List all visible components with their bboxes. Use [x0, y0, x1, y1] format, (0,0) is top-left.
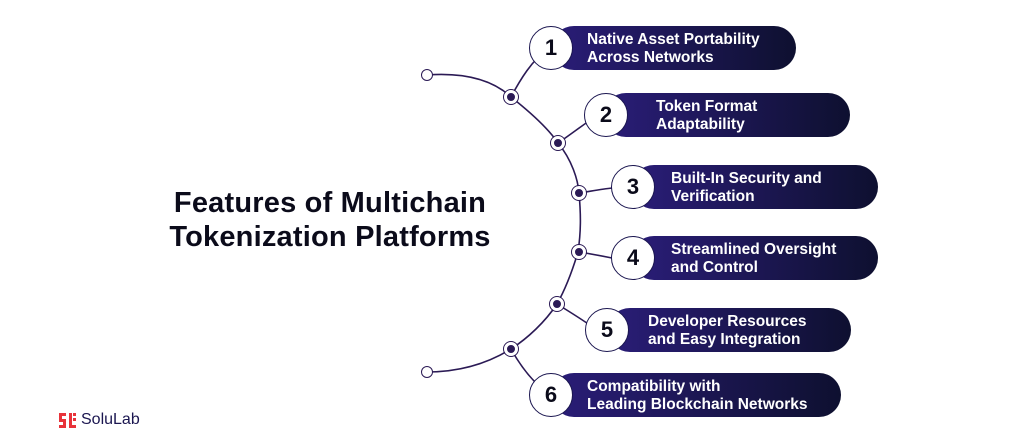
feature-6-line-2: Leading Blockchain Networks	[587, 396, 808, 413]
node-4	[571, 244, 587, 260]
number-badge-6: 6	[529, 373, 573, 417]
feature-5-line-2: and Easy Integration	[648, 331, 801, 348]
feature-pill-5: Developer Resources and Easy Integration	[608, 308, 851, 352]
node-5	[549, 296, 565, 312]
feature-pill-1: Native Asset Portability Across Networks	[552, 26, 796, 70]
feature-6-line-1: Compatibility with	[587, 378, 721, 395]
number-badge-4: 4	[611, 236, 655, 280]
brand-name: SoluLab	[81, 411, 140, 428]
number-badge-5: 5	[585, 308, 629, 352]
feature-3-line-1: Built-In Security and	[671, 170, 822, 187]
feature-pill-2: Token Format Adaptability	[604, 93, 850, 137]
feature-pill-4: Streamlined Oversight and Control	[632, 236, 878, 280]
feature-text-5: Developer Resources and Easy Integration	[648, 313, 807, 349]
feature-5-line-1: Developer Resources	[648, 313, 807, 330]
page-title: Features of Multichain Tokenization Plat…	[120, 186, 540, 254]
feature-text-3: Built-In Security and Verification	[671, 170, 822, 206]
feature-pill-6: Compatibility with Leading Blockchain Ne…	[552, 373, 841, 417]
node-6	[503, 341, 519, 357]
feature-text-4: Streamlined Oversight and Control	[671, 241, 836, 277]
feature-2-line-1: Token Format	[656, 98, 758, 115]
feature-2-line-2: Adaptability	[656, 116, 745, 133]
feature-4-line-2: and Control	[671, 259, 758, 276]
solulab-logo-icon	[58, 411, 77, 430]
number-badge-2: 2	[584, 93, 628, 137]
feature-text-6: Compatibility with Leading Blockchain Ne…	[587, 378, 808, 414]
number-badge-1: 1	[529, 26, 573, 70]
title-line-2: Tokenization Platforms	[169, 221, 491, 253]
node-1	[503, 89, 519, 105]
feature-text-2: Token Format Adaptability	[656, 98, 757, 134]
feature-1-line-1: Native Asset Portability	[587, 31, 760, 48]
feature-4-line-1: Streamlined Oversight	[671, 241, 837, 258]
node-3	[571, 185, 587, 201]
curve-endpoint-bottom	[421, 366, 433, 378]
feature-1-line-2: Across Networks	[587, 49, 714, 66]
node-2	[550, 135, 566, 151]
curve-endpoint-top	[421, 69, 433, 81]
title-line-1: Features of Multichain	[173, 187, 487, 219]
number-badge-3: 3	[611, 165, 655, 209]
feature-3-line-2: Verification	[671, 188, 755, 205]
feature-pill-3: Built-In Security and Verification	[632, 165, 878, 209]
brand-logo: SoluLab	[58, 410, 140, 430]
feature-text-1: Native Asset Portability Across Networks	[587, 31, 760, 67]
